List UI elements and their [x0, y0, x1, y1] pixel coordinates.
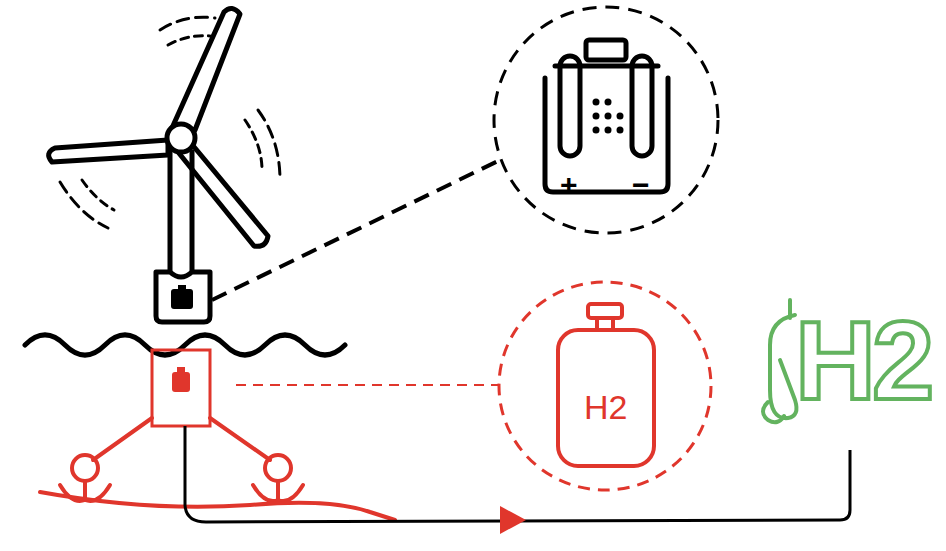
sea-waves: [25, 335, 345, 355]
tank-label: H2: [584, 390, 627, 424]
leader-line: [212, 160, 500, 300]
polarity-sign: +: [560, 170, 578, 200]
storage-callout: H2: [497, 280, 713, 492]
turbine-nacelle: [156, 272, 210, 322]
storage-mark-cap: [177, 367, 185, 373]
turbine-blades: [49, 8, 268, 246]
mooring-lines: [60, 418, 303, 501]
electrolyser-mark-cap: [178, 285, 186, 290]
flow-arrow: [500, 506, 526, 534]
dashed-circle: [497, 280, 713, 492]
floating-platform: [152, 350, 210, 426]
turbine-tower: [170, 150, 192, 272]
polarity-sign: −: [632, 170, 650, 200]
pipeline: [185, 426, 850, 522]
refuelling-station: H2: [755, 285, 940, 450]
hydrogen-label: H2: [795, 305, 930, 417]
electrolyser-callout: +−: [492, 5, 720, 235]
fuel-pump-icon: [763, 300, 796, 422]
storage-mark: [172, 372, 190, 392]
leader-line: [236, 384, 498, 386]
dashed-circle-line: [494, 7, 718, 233]
dashed-circle: [492, 5, 720, 235]
electrolyser-mark: [171, 289, 193, 309]
seabed: [40, 492, 395, 520]
turbine-hub: [167, 124, 195, 152]
dashed-circle-line: [499, 282, 711, 490]
hydrogen-tank: [558, 304, 654, 466]
gas-bubbles: [593, 99, 624, 134]
